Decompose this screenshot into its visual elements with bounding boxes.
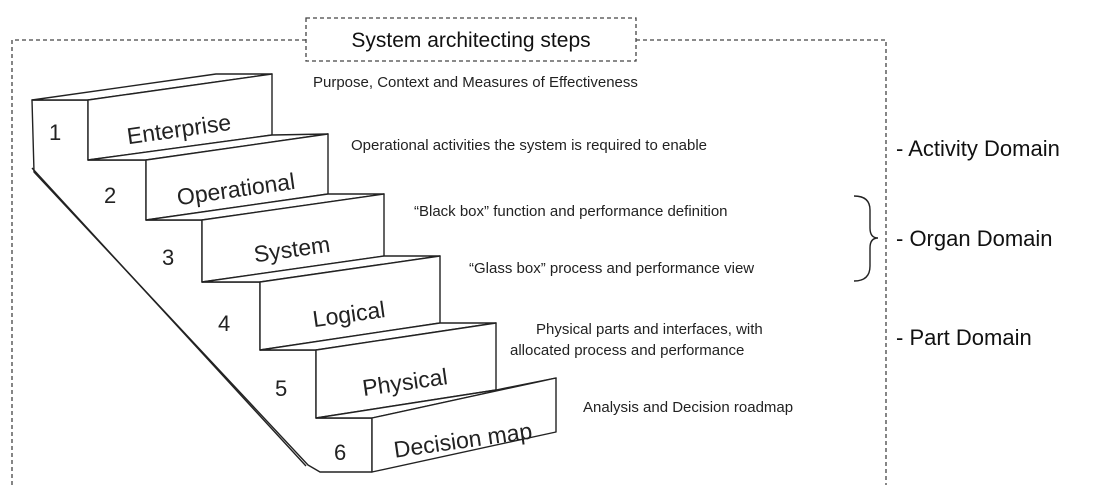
step-2-number: 2 [104,183,116,208]
step-4-number: 4 [218,311,230,336]
step-1-description: Purpose, Context and Measures of Effecti… [313,74,638,91]
part-domain-label: - Part Domain [896,325,1032,350]
step-3-number: 3 [162,245,174,270]
diagram-title: System architecting steps [351,29,590,52]
step-5-number: 5 [275,376,287,401]
organ-domain-label: - Organ Domain [896,226,1053,251]
step-3-description: “Black box” function and performance def… [414,203,728,220]
step-4-description: “Glass box” process and performance view [469,260,754,277]
activity-domain-label: - Activity Domain [896,136,1060,161]
step-1-number: 1 [49,120,61,145]
step-5-description-line-2: allocated process and performance [510,342,744,359]
dashed-frame [11,39,887,485]
title-box [305,17,637,62]
step-6-description: Analysis and Decision roadmap [583,399,793,416]
staircase [31,73,557,473]
step-2-description: Operational activities the system is req… [351,137,707,154]
step-6-riser [371,377,557,473]
step-6-number: 6 [334,440,346,465]
organ-domain-brace [853,195,879,282]
step-5-description-line-1: Physical parts and interfaces, with [536,321,763,338]
staircase-stringer-line [31,167,307,467]
